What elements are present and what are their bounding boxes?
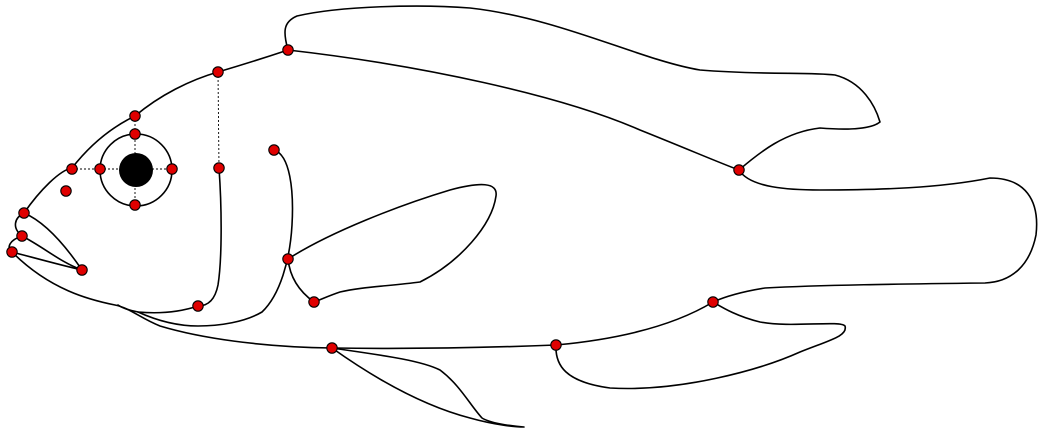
landmark-point xyxy=(308,296,320,308)
ventral-body-outline xyxy=(11,251,714,350)
operculum-outline xyxy=(137,149,294,327)
landmark-point xyxy=(129,128,141,140)
landmark-point xyxy=(16,230,28,242)
pectoral-fin-outline xyxy=(287,183,497,303)
landmark-point xyxy=(60,185,72,197)
landmark-point xyxy=(6,246,18,258)
landmark-point xyxy=(282,253,294,265)
lower-lip-outline xyxy=(11,251,83,271)
dorsal-body-outline xyxy=(23,49,740,214)
eye-pupil xyxy=(119,153,153,187)
landmark-point xyxy=(326,342,338,354)
landmark-point xyxy=(213,162,225,174)
anal-fin-outline xyxy=(555,301,846,390)
pelvic-fin-outline xyxy=(331,347,525,428)
landmark-point xyxy=(166,163,178,175)
landmarks-group xyxy=(6,44,745,354)
landmark-point xyxy=(550,339,562,351)
landmark-point xyxy=(707,296,719,308)
landmark-point xyxy=(94,163,106,175)
landmark-point xyxy=(282,44,294,56)
landmark-point xyxy=(18,207,30,219)
landmark-point xyxy=(129,110,141,122)
upper-lip-outline xyxy=(23,212,83,271)
landmark-point xyxy=(212,66,224,78)
preoperculum-outline xyxy=(117,167,222,314)
landmark-point xyxy=(733,164,745,176)
caudal-fin-outline xyxy=(712,169,1038,303)
head-depth-guide xyxy=(217,71,220,169)
landmark-point xyxy=(268,144,280,156)
landmark-point xyxy=(66,163,78,175)
dorsal-fin-outline xyxy=(284,5,881,171)
landmark-point xyxy=(129,199,141,211)
landmark-point xyxy=(76,264,88,276)
landmark-point xyxy=(192,300,204,312)
mouth-line xyxy=(21,235,83,271)
